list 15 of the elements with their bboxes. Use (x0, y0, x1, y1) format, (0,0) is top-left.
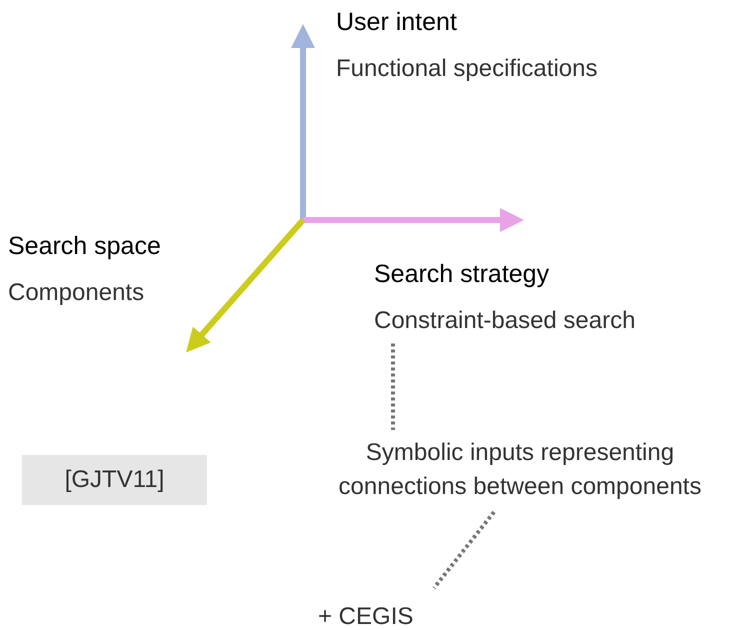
text-label: [GJTV11] (64, 465, 164, 495)
dotted-line (432, 510, 496, 590)
axis-description: Constraint-based search (374, 306, 636, 336)
axis-arrow (303, 208, 524, 232)
axis-heading: Search space (8, 231, 161, 262)
axis-heading: Search strategy (374, 259, 550, 290)
axis-description: Components (8, 278, 146, 308)
axis-heading: User intent (336, 7, 458, 38)
reference-box (22, 455, 207, 505)
axis-description: Functional specifications (336, 54, 598, 84)
text-label: + CEGIS (318, 602, 414, 630)
text-label: Symbolic inputs representing connections between components (338, 438, 702, 502)
axis-arrow (291, 24, 315, 220)
dotted-line (391, 344, 395, 430)
axis-arrow (186, 218, 306, 352)
